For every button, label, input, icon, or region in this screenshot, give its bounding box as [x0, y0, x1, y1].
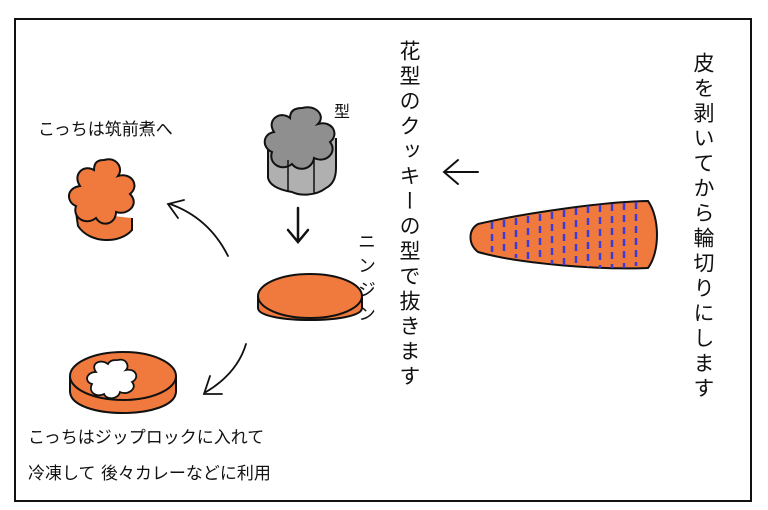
curved-arrow-to-scrap: [202, 343, 247, 395]
scrap-note-line2: 冷凍して 後々カレーなどに利用: [28, 464, 271, 484]
curved-arrow-to-flower: [166, 199, 229, 257]
carrot-slice-image: [257, 273, 363, 321]
left-arrow: [442, 159, 479, 185]
flower-mold-image: [263, 106, 337, 196]
cut-instruction: 花型のクッキーの型で抜きます: [397, 40, 421, 390]
carrot-scrap-image: [69, 351, 177, 414]
down-arrow: [286, 206, 310, 244]
flower-note: こっちは筑前煮へ: [38, 120, 173, 140]
carrot-label: ニンジン: [355, 232, 376, 328]
carrot-image: [469, 199, 658, 270]
mold-label: 型: [334, 102, 351, 121]
flower-carrot-image: [68, 158, 136, 242]
peel-instruction: 皮を剥いてから輪切りにします: [691, 52, 715, 402]
scrap-note-line1: こっちはジップロックに入れて: [28, 428, 265, 448]
